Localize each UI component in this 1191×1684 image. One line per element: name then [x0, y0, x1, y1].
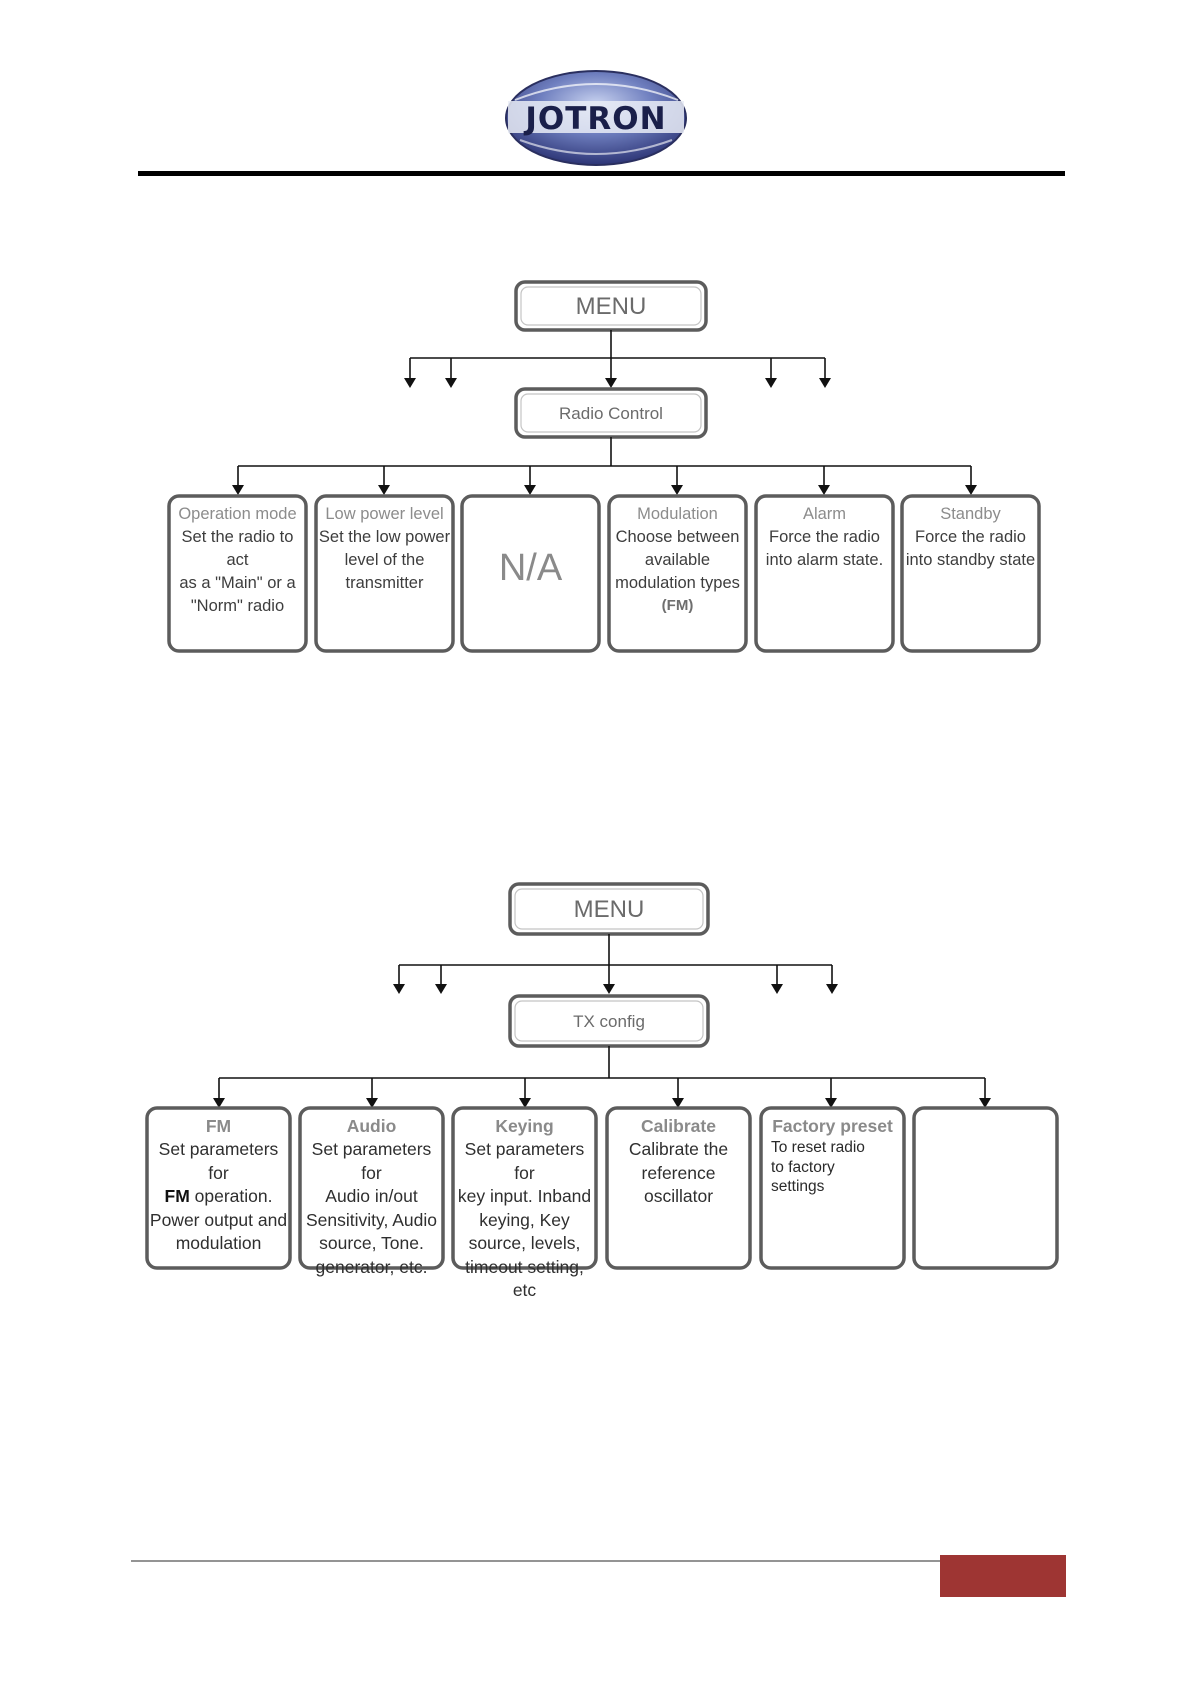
- card-line: Set the low power: [318, 528, 451, 546]
- card-line: to factory: [771, 1158, 835, 1176]
- header-rule: [138, 171, 1065, 176]
- card-line: Calibrate the: [628, 1139, 729, 1159]
- diagram-radio-control: MENU Radio Control: [167, 280, 1041, 653]
- card-line: available: [644, 551, 711, 569]
- card-line: settings: [771, 1178, 825, 1195]
- card-bold-word: FM: [164, 1186, 190, 1206]
- card-line-rest: operation.: [189, 1186, 273, 1206]
- card-factory-preset: Factory preset To reset radio to factory…: [761, 1115, 904, 1197]
- card-title: Audio: [346, 1116, 397, 1136]
- card-line: key input. Inband: [457, 1186, 592, 1206]
- card-line: reference oscillator: [641, 1162, 716, 1207]
- jotron-logo: JOTRON: [505, 70, 687, 166]
- card-calibrate: Calibrate Calibrate the reference oscill…: [607, 1115, 750, 1209]
- card-line: source, Tone.: [319, 1233, 424, 1253]
- card-audio: Audio Set parameters for Audio in/out Se…: [300, 1115, 443, 1279]
- card-line: Audio in/out: [325, 1186, 418, 1206]
- card-title: Alarm: [802, 505, 847, 523]
- card-line: Force the radio: [915, 528, 1026, 546]
- card-title: Low power level: [325, 505, 444, 523]
- card-tag: (FM): [661, 597, 694, 614]
- card-modulation: Modulation Choose between available modu…: [609, 503, 746, 614]
- diagram-tx-config: MENU TX config: [145, 882, 1059, 1270]
- card-title: Operation mode: [178, 505, 297, 523]
- menu-label-2: MENU: [574, 896, 645, 923]
- card-line: Choose between: [615, 528, 740, 546]
- card-line: keying, Key: [479, 1209, 570, 1230]
- card-title: Modulation: [637, 505, 718, 523]
- card-line: modulation: [175, 1233, 262, 1253]
- card-line: Set parameters for: [158, 1139, 279, 1183]
- card-line: as a "Main" or a: [179, 574, 296, 592]
- card-line: To reset radio: [771, 1139, 865, 1156]
- menu-label-1: MENU: [576, 293, 647, 320]
- submenu-label-2: TX config: [573, 1012, 645, 1031]
- card-line: transmitter: [345, 574, 424, 592]
- footer-accent-bar: [940, 1555, 1066, 1597]
- card-line: Sensitivity, Audio: [306, 1209, 437, 1230]
- card-line: Set parameters for: [464, 1139, 585, 1183]
- card-keying: Keying Set parameters for key input. Inb…: [453, 1115, 596, 1303]
- card-line: generator, etc.: [315, 1256, 428, 1277]
- card-title: Standby: [940, 505, 1001, 523]
- card-line: Set the radio to act: [181, 528, 294, 569]
- logo-text: JOTRON: [523, 101, 666, 137]
- card-line: source, levels,: [468, 1233, 581, 1253]
- card-line: Power output and: [149, 1209, 288, 1230]
- card-line: into standby state: [905, 551, 1036, 569]
- card-title: Calibrate: [641, 1116, 716, 1136]
- card-line: Force the radio: [769, 528, 880, 546]
- card-line: Set parameters for: [311, 1139, 432, 1183]
- card-line: into alarm state.: [765, 551, 884, 569]
- card-not-applicable: N/A: [462, 503, 599, 590]
- card-line: timeout setting, etc: [465, 1256, 584, 1301]
- card-title: Factory preset: [772, 1116, 893, 1136]
- card-alarm: Alarm Force the radio into alarm state.: [756, 503, 893, 572]
- card-na-text: N/A: [498, 547, 563, 589]
- submenu-label-1: Radio Control: [559, 404, 663, 423]
- card-line: modulation types: [615, 574, 740, 592]
- card-line: level of the: [344, 551, 425, 569]
- card-title: Keying: [495, 1116, 554, 1136]
- card-line: FM operation.: [147, 1185, 290, 1209]
- card-line: "Norm" radio: [190, 597, 285, 615]
- card-low-power-level: Low power level Set the low power level …: [316, 503, 453, 595]
- card-title: FM: [205, 1116, 232, 1136]
- card-fm: FM Set parameters for FM operation. Powe…: [147, 1115, 290, 1256]
- card-operation-mode: Operation mode Set the radio to act as a…: [169, 503, 306, 618]
- card-standby: Standby Force the radio into standby sta…: [902, 503, 1039, 572]
